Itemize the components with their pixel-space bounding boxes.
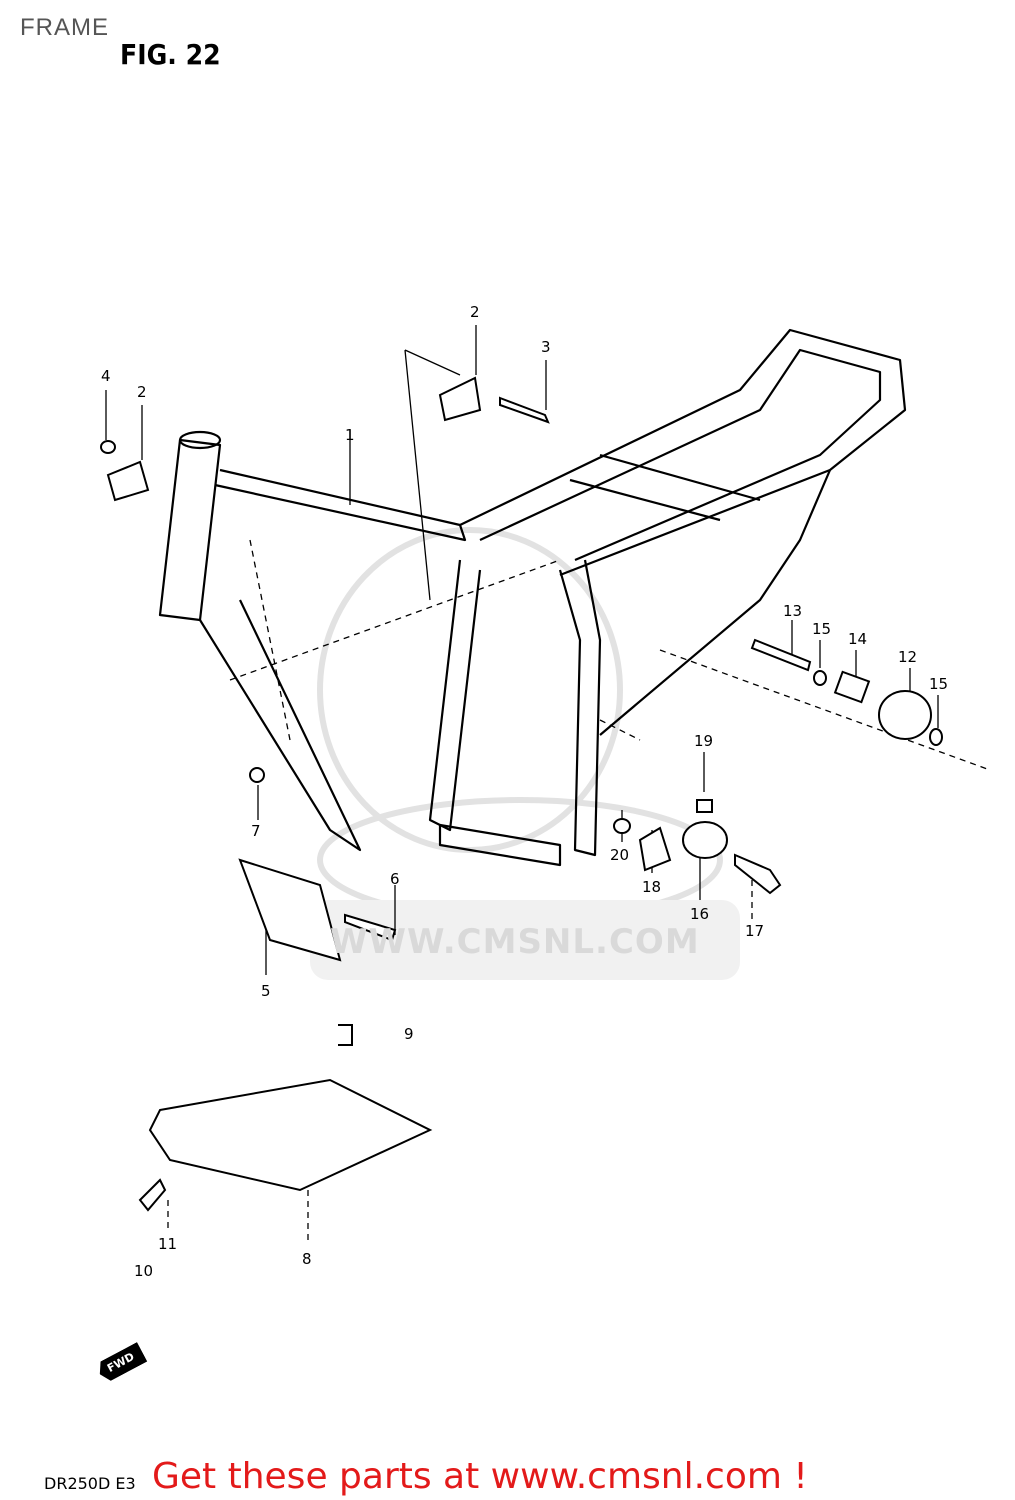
callout-13: 13 [783, 602, 803, 620]
bolt-10 [138, 1178, 167, 1212]
spacer-14 [833, 670, 871, 704]
promo-link[interactable]: Get these parts at www.cmsnl.com ! [152, 1456, 808, 1497]
collar-16 [682, 821, 728, 859]
callout-14: 14 [848, 630, 868, 648]
nut-7 [249, 767, 265, 783]
nut-20 [613, 818, 631, 834]
page-title: FRAME [20, 14, 109, 41]
callout-10: 10 [134, 1262, 154, 1280]
bracket-18 [638, 826, 672, 872]
bolt-17 [734, 853, 782, 895]
bolt-13 [750, 638, 812, 672]
callout-19: 19 [694, 732, 714, 750]
nut-4 [100, 440, 116, 454]
callout-4: 4 [101, 367, 111, 385]
mount-plate-2a [438, 376, 482, 422]
callout-17: 17 [745, 922, 765, 940]
callout-5: 5 [261, 982, 271, 1000]
callout-12: 12 [898, 648, 918, 666]
skid-plate-8 [148, 1078, 433, 1192]
callout-1: 1 [345, 426, 355, 444]
callout-16: 16 [690, 905, 710, 923]
figure-label: FIG. 22 [120, 38, 221, 71]
bolt-19 [696, 799, 713, 813]
bush-12 [878, 690, 932, 740]
washer-15b [929, 728, 943, 746]
bolt-3 [499, 396, 550, 424]
callout-3: 3 [541, 338, 551, 356]
callout-20: 20 [610, 846, 630, 864]
watermark-text: WWW.CMSNL.COM [330, 922, 700, 962]
callout-11: 11 [158, 1235, 178, 1253]
callout-18: 18 [642, 878, 662, 896]
main-frame [158, 328, 907, 867]
guard-5 [238, 858, 342, 962]
callout-7: 7 [251, 822, 261, 840]
washer-15a [813, 670, 827, 686]
mount-plate-2b [106, 460, 150, 502]
callout-6: 6 [390, 870, 400, 888]
callout-9: 9 [404, 1025, 414, 1043]
bolt-6 [344, 913, 397, 942]
callout-15: 15 [812, 620, 832, 638]
callout-8: 8 [302, 1250, 312, 1268]
callout-15: 15 [929, 675, 949, 693]
watermark-logo [310, 527, 740, 980]
callout-2: 2 [137, 383, 147, 401]
model-code: DR250D E3 [44, 1474, 136, 1493]
callout-2: 2 [470, 303, 480, 321]
ref-9-bracket [338, 1024, 353, 1046]
